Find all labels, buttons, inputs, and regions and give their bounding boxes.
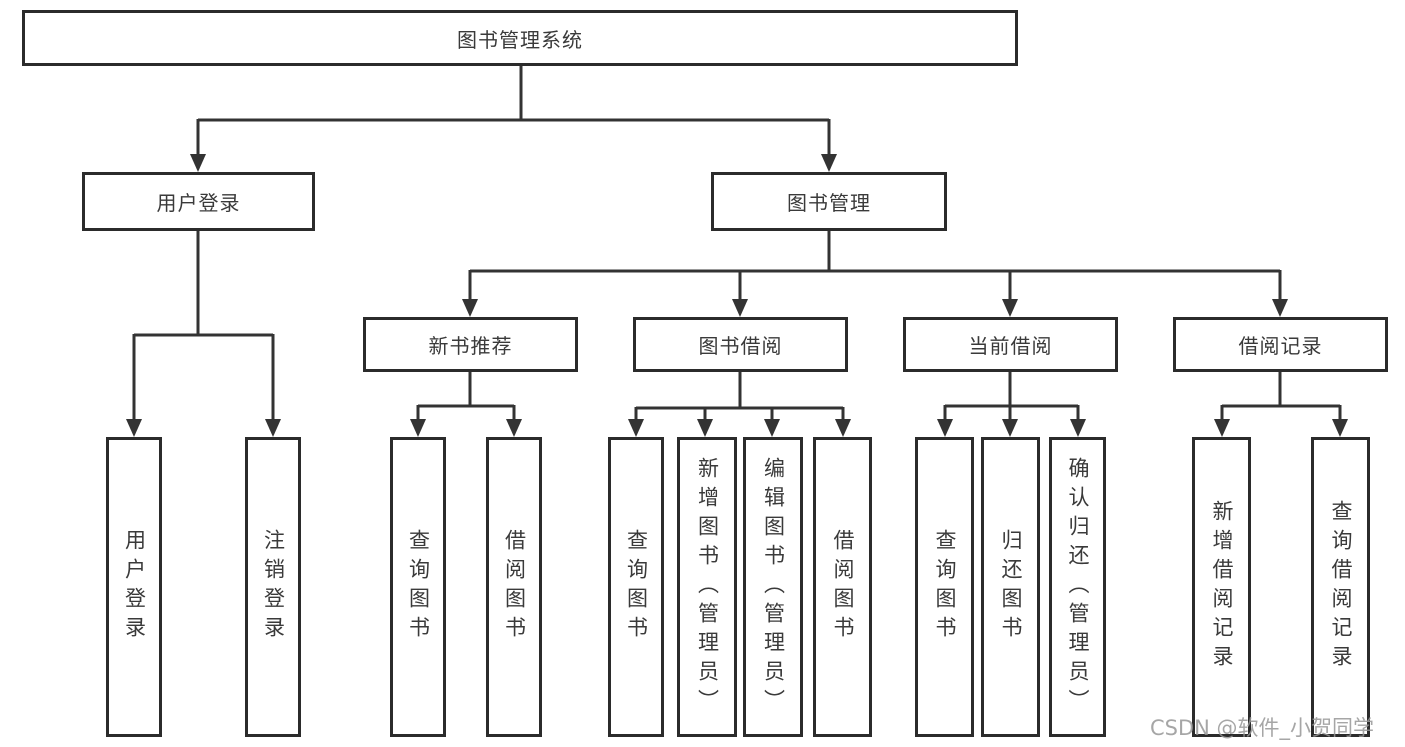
node-book-borrowing: 图书借阅 xyxy=(633,317,848,372)
leaf-query-books-recommend-label: 查询图书 xyxy=(406,529,431,645)
leaf-user-login: 用户登录 xyxy=(106,437,162,737)
leaf-return-books: 归还图书 xyxy=(981,437,1040,737)
watermark: CSDN @软件_小贺同学 xyxy=(1150,716,1375,740)
leaf-edit-book-admin: 编辑图书（管理员） xyxy=(743,437,803,737)
leaf-add-borrow-record-label: 新增借阅记录 xyxy=(1210,500,1234,674)
node-new-book-recommendation-label: 新书推荐 xyxy=(428,334,513,358)
node-borrowing-records-label: 借阅记录 xyxy=(1238,334,1323,358)
node-user-login: 用户登录 xyxy=(82,172,315,231)
leaf-add-book-admin-label: 新增图书（管理员） xyxy=(695,456,720,718)
leaf-user-login-label: 用户登录 xyxy=(122,529,147,645)
leaf-query-books-borrowing: 查询图书 xyxy=(608,437,664,737)
node-root: 图书管理系统 xyxy=(22,10,1018,66)
node-root-label: 图书管理系统 xyxy=(457,27,583,52)
leaf-return-books-label: 归还图书 xyxy=(999,529,1023,645)
leaf-borrow-books-borrowing: 借阅图书 xyxy=(813,437,872,737)
leaf-query-books-recommend: 查询图书 xyxy=(390,437,446,737)
node-book-management: 图书管理 xyxy=(711,172,947,231)
leaf-edit-book-admin-label: 编辑图书（管理员） xyxy=(761,456,786,718)
leaf-add-book-admin: 新增图书（管理员） xyxy=(677,437,737,737)
node-new-book-recommendation: 新书推荐 xyxy=(363,317,578,372)
leaf-confirm-return-admin: 确认归还（管理员） xyxy=(1049,437,1106,737)
leaf-borrow-books-recommend-label: 借阅图书 xyxy=(502,529,527,645)
leaf-add-borrow-record: 新增借阅记录 xyxy=(1192,437,1251,737)
node-book-management-label: 图书管理 xyxy=(787,191,871,215)
leaf-logout-label: 注销登录 xyxy=(261,529,286,645)
leaf-query-books-current-label: 查询图书 xyxy=(933,529,957,645)
leaf-query-books-current: 查询图书 xyxy=(915,437,974,737)
leaf-borrow-books-recommend: 借阅图书 xyxy=(486,437,542,737)
leaf-borrow-books-borrowing-label: 借阅图书 xyxy=(831,529,855,645)
leaf-logout: 注销登录 xyxy=(245,437,301,737)
leaf-confirm-return-admin-label: 确认归还（管理员） xyxy=(1066,456,1090,718)
node-current-borrowing-label: 当前借阅 xyxy=(968,334,1053,358)
node-book-borrowing-label: 图书借阅 xyxy=(698,334,783,358)
node-borrowing-records: 借阅记录 xyxy=(1173,317,1388,372)
node-current-borrowing: 当前借阅 xyxy=(903,317,1118,372)
leaf-query-borrow-record-label: 查询借阅记录 xyxy=(1329,500,1353,674)
node-user-login-label: 用户登录 xyxy=(156,191,241,215)
leaf-query-books-borrowing-label: 查询图书 xyxy=(624,529,649,645)
leaf-query-borrow-record: 查询借阅记录 xyxy=(1311,437,1370,737)
